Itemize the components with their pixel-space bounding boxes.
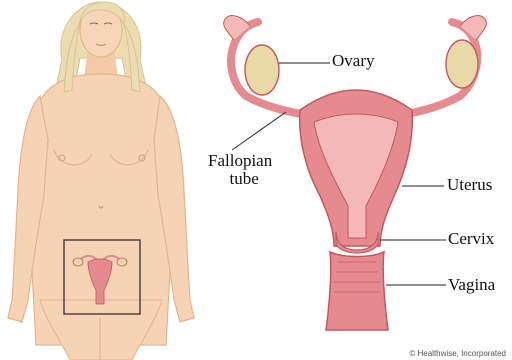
vagina — [326, 252, 388, 330]
label-vagina: Vagina — [448, 276, 495, 294]
left-ovary — [245, 45, 279, 95]
label-fallopian-line1: Fallopian — [208, 152, 272, 170]
legs — [40, 300, 162, 360]
label-fallopian-tube: Fallopian tube — [208, 152, 272, 188]
label-uterus: Uterus — [447, 176, 492, 194]
label-fallopian-line2: tube — [208, 170, 272, 188]
right-ovary — [446, 40, 478, 88]
female-figure — [8, 2, 194, 360]
label-cervix: Cervix — [448, 230, 494, 248]
leader-fallopian — [232, 112, 286, 150]
label-ovary: Ovary — [332, 52, 374, 70]
copyright-credit: © Healthwise, Incorporated — [409, 349, 506, 358]
